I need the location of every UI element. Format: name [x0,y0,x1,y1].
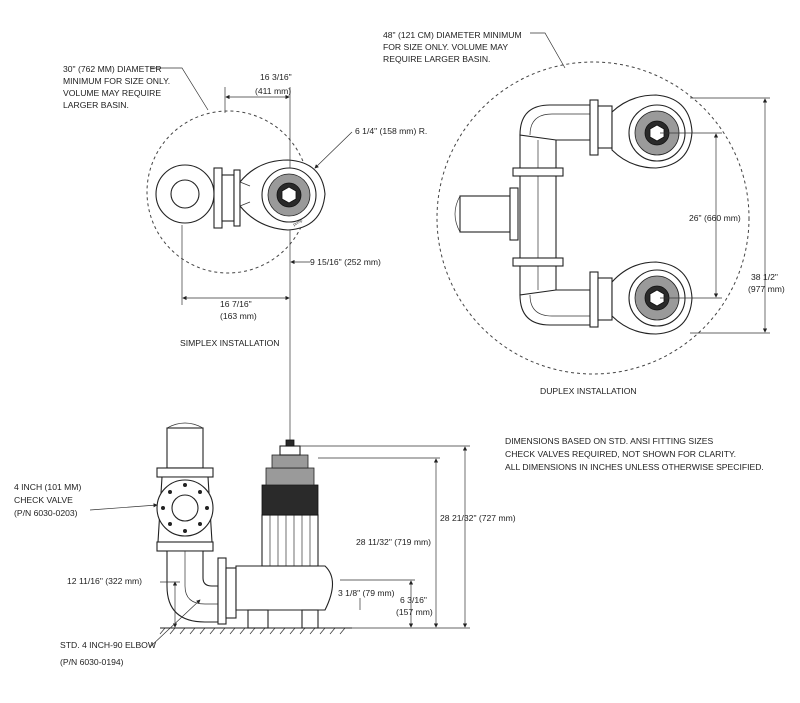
duplex-basin-note-line-1: 48" (121 CM) DIAMETER MINIMUM [383,30,522,40]
elevation-dim-left: 12 11/16" (322 mm) [67,576,142,586]
elevation-view [156,422,352,635]
duplex-title: DUPLEX INSTALLATION [540,386,637,396]
general-notes: DIMENSIONS BASED ON STD. ANSI FITTING SI… [505,436,764,472]
simplex-dimensions [150,67,353,445]
elbow-label-2: (P/N 6030-0194) [60,657,124,667]
duplex-dimensions [530,32,770,334]
simplex-title: SIMPLEX INSTALLATION [180,338,280,348]
duplex-basin-note: 48" (121 CM) DIAMETER MINIMUM FOR SIZE O… [383,30,522,64]
note-line-1: DIMENSIONS BASED ON STD. ANSI FITTING SI… [505,436,713,446]
note-line-3: ALL DIMENSIONS IN INCHES UNLESS OTHERWIS… [505,462,764,472]
duplex-dim-inner: 26" (660 mm) [689,213,741,223]
simplex-dim-right: 9 15/16" (252 mm) [310,257,381,267]
note-line-2: CHECK VALVES REQUIRED, NOT SHOWN FOR CLA… [505,449,736,459]
simplex-plan: pump [146,110,326,274]
elevation-dim-six-mm: (157 mm) [396,607,433,617]
duplex-dim-outer-mm: (977 mm) [748,284,785,294]
simplex-basin-note-line-4: LARGER BASIN. [63,100,129,110]
simplex-dim-top-mm: (411 mm) [255,86,291,96]
elevation-dim-small: 3 1/8" (79 mm) [338,588,395,598]
simplex-basin-note: 30" (762 MM) DIAMETER MINIMUM FOR SIZE O… [63,64,170,110]
simplex-dim-bottom: 16 7/16" [220,299,252,309]
simplex-basin-note-line-1: 30" (762 MM) DIAMETER [63,64,162,74]
check-valve-label-3: (P/N 6030-0203) [14,508,78,518]
simplex-dim-top: 16 3/16" [260,72,292,82]
elevation-dim-tall: 28 21/32" (727 mm) [440,513,516,523]
elevation-dimensions [89,445,470,648]
simplex-radius-label: 6 1/4" (158 mm) R. [355,126,427,136]
elevation-dim-mid: 28 11/32" (719 mm) [356,537,431,547]
duplex-basin-note-line-3: REQUIRE LARGER BASIN. [383,54,490,64]
duplex-dim-outer: 38 1/2" [751,272,778,282]
elbow-label-1: STD. 4 INCH-90 ELBOW [60,640,157,650]
duplex-basin-note-line-2: FOR SIZE ONLY. VOLUME MAY [383,42,508,52]
duplex-basin-circle [436,61,750,375]
check-valve-label-2: CHECK VALVE [14,495,73,505]
simplex-basin-note-line-3: VOLUME MAY REQUIRE [63,88,161,98]
simplex-dim-bottom-mm: (163 mm) [220,311,257,321]
check-valve-label-1: 4 INCH (101 MM) [14,482,81,492]
simplex-basin-note-line-2: MINIMUM FOR SIZE ONLY. [63,76,170,86]
svg-text:pump: pump [292,217,304,227]
elevation-dim-six: 6 3/16" [400,595,427,605]
duplex-plan [436,61,750,375]
